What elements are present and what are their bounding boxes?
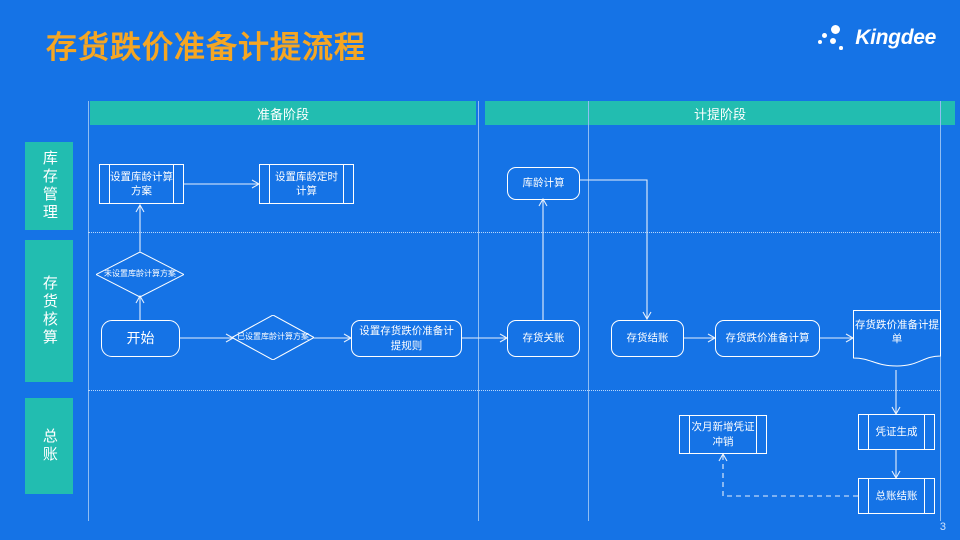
node-decision-has-aging-plan[interactable]: 已设置库龄计算方案 <box>232 315 314 360</box>
diamond-shape-icon <box>232 315 314 360</box>
column-divider-mid <box>588 101 589 521</box>
node-decision-no-aging-plan[interactable]: 未设置库龄计算方案 <box>96 252 184 297</box>
node-next-month-voucher-reversal[interactable]: 次月新增凭证冲销 <box>679 415 767 454</box>
lane-divider-2 <box>88 390 940 391</box>
brand-name: Kingdee <box>855 26 936 49</box>
node-label: 设置库龄定时计算 <box>269 164 344 204</box>
node-label: 已设置库龄计算方案 <box>237 332 309 342</box>
node-voucher-generation[interactable]: 凭证生成 <box>858 414 935 450</box>
page-number: 3 <box>939 521 946 533</box>
node-label: 总账结账 <box>868 478 925 514</box>
node-label: 未设置库龄计算方案 <box>104 269 176 279</box>
node-label: 设置库龄计算方案 <box>109 164 174 204</box>
lane-label-inventory-accounting: 存货核算 <box>25 240 73 382</box>
kingdee-dots-logo-icon <box>818 24 848 52</box>
brand-logo: Kingdee <box>818 20 936 56</box>
node-label: 存货跌价准备计提单 <box>855 318 939 345</box>
node-inventory-close-account[interactable]: 存货关账 <box>507 320 580 357</box>
node-start[interactable]: 开始 <box>101 320 180 357</box>
lane-text: 库存管理 <box>40 150 58 222</box>
page-title: 存货跌价准备计提流程 <box>46 30 366 65</box>
lane-label-general-ledger: 总账 <box>25 398 73 494</box>
node-set-impairment-rule[interactable]: 设置存货跌价准备计提规则 <box>351 320 462 357</box>
diamond-shape-icon <box>96 252 184 297</box>
node-set-aging-plan[interactable]: 设置库龄计算方案 <box>99 164 184 204</box>
phase-banner-provision: 计提阶段 <box>485 101 955 125</box>
node-label: 凭证生成 <box>868 414 925 450</box>
phase-banner-preparation: 准备阶段 <box>90 101 476 125</box>
column-divider-left <box>88 101 89 521</box>
node-impairment-calculation[interactable]: 存货跌价准备计算 <box>715 320 820 357</box>
document-shape-icon <box>853 310 941 367</box>
node-impairment-provision-document[interactable]: 存货跌价准备计提单 <box>853 310 941 370</box>
node-general-ledger-settlement[interactable]: 总账结账 <box>858 478 935 514</box>
lane-divider-1 <box>88 232 940 233</box>
lane-label-inventory-management: 库存管理 <box>25 142 73 230</box>
lane-text: 总账 <box>40 428 58 464</box>
lane-text: 存货核算 <box>40 275 58 347</box>
column-divider-phase <box>478 101 479 521</box>
node-label: 次月新增凭证冲销 <box>689 415 757 454</box>
node-inventory-settlement[interactable]: 存货结账 <box>611 320 684 357</box>
node-set-aging-schedule[interactable]: 设置库龄定时计算 <box>259 164 354 204</box>
node-aging-calc[interactable]: 库龄计算 <box>507 167 580 200</box>
